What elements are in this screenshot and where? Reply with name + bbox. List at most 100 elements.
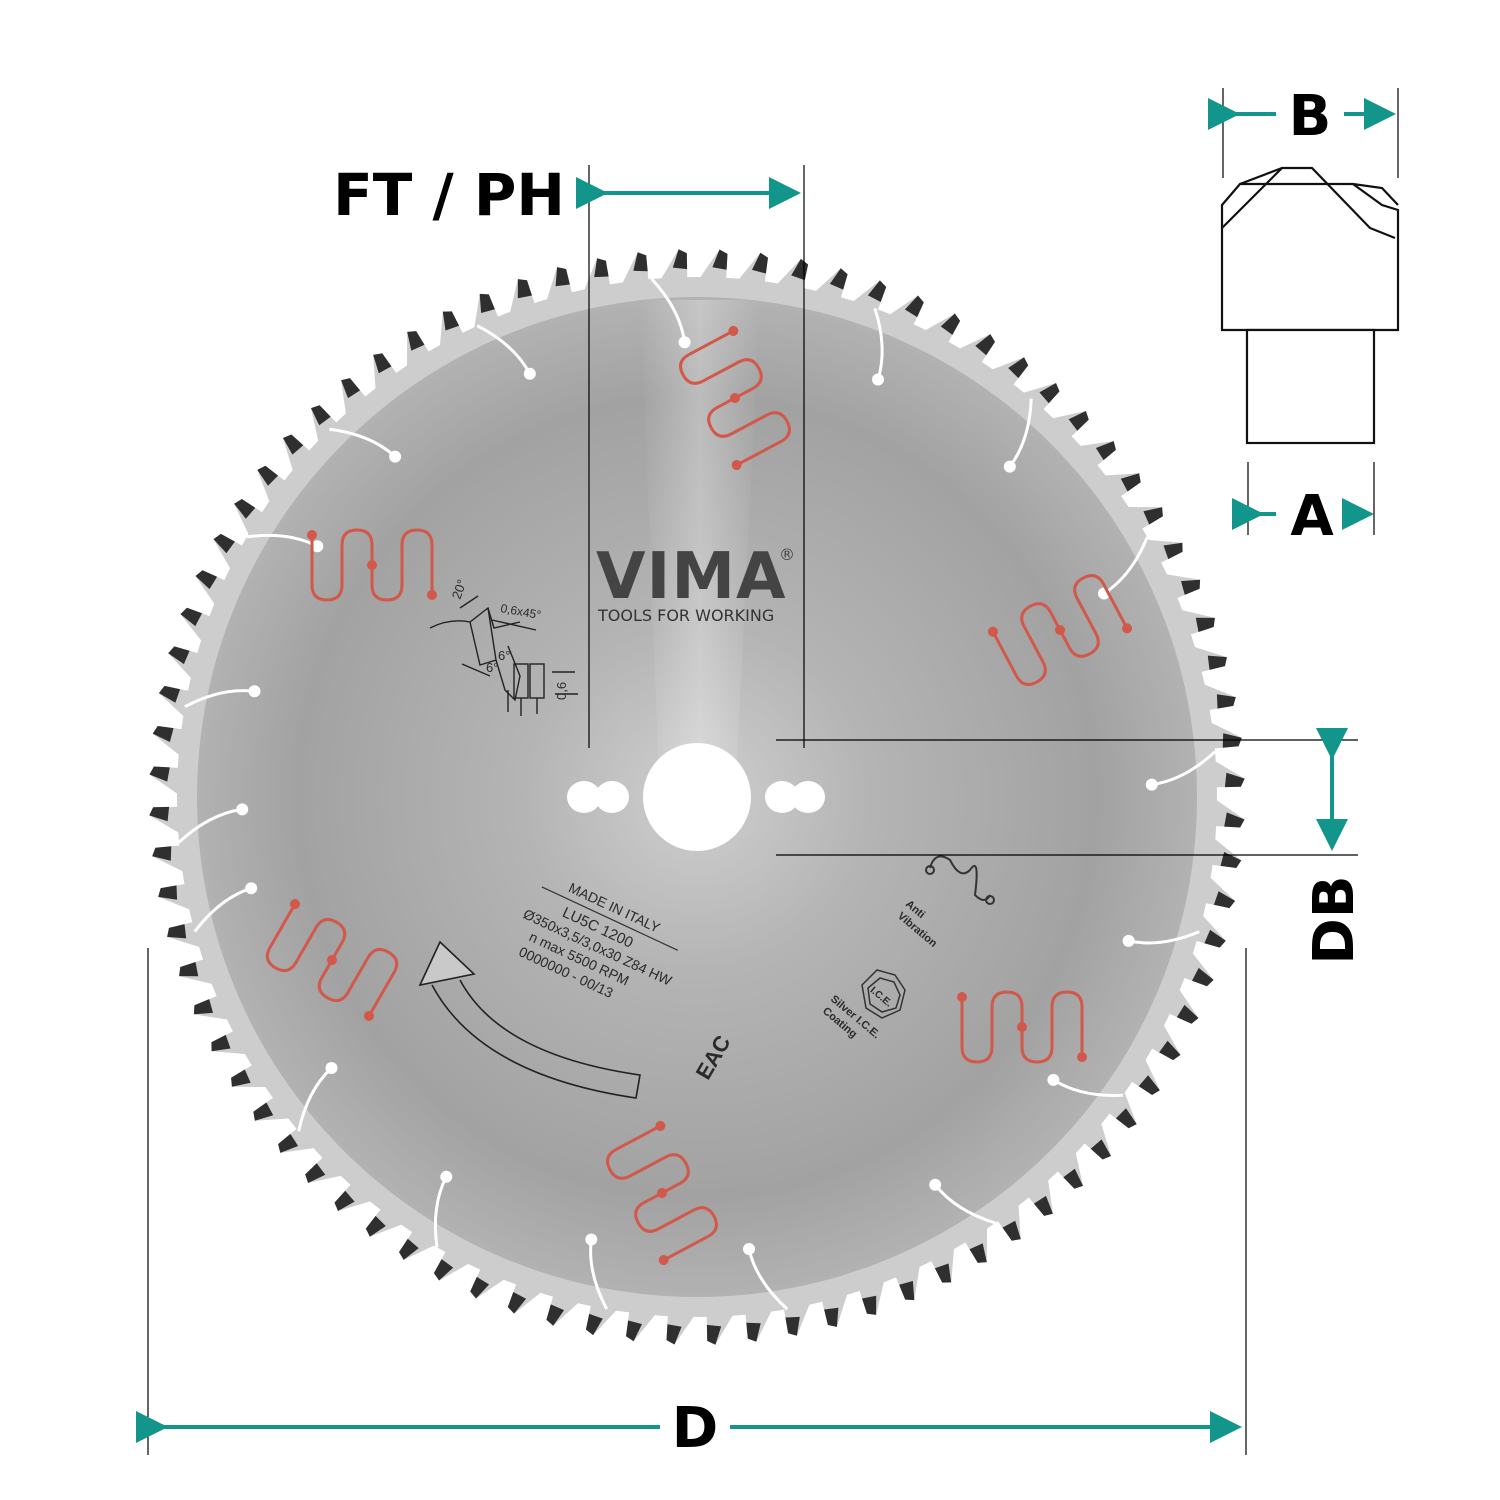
tooth-tip bbox=[234, 499, 256, 519]
expansion-slot bbox=[1008, 398, 1033, 468]
brand-name: VIMA bbox=[596, 540, 787, 614]
expansion-slot-end bbox=[1047, 1073, 1060, 1086]
expansion-slot-end bbox=[440, 1170, 453, 1183]
angle-side-label: 6° bbox=[498, 648, 510, 663]
expansion-slot bbox=[177, 807, 243, 844]
expansion-slot-end bbox=[389, 450, 402, 463]
tooth-tip bbox=[862, 1295, 877, 1315]
tooth-tip bbox=[706, 1324, 722, 1345]
expansion-slot-end bbox=[1003, 460, 1016, 473]
blade-teeth bbox=[149, 249, 1245, 1345]
pin-hole-left bbox=[567, 781, 629, 813]
tooth-tip bbox=[253, 1102, 274, 1121]
angle-hook-label: 6° bbox=[486, 660, 498, 675]
brand-registered: ® bbox=[779, 545, 795, 564]
tooth-tip bbox=[829, 268, 848, 290]
tooth-tip bbox=[152, 726, 174, 742]
a-label: A bbox=[1290, 484, 1334, 549]
tooth-tip bbox=[211, 1034, 231, 1052]
tooth-tip bbox=[341, 378, 361, 399]
expansion-slot-end bbox=[743, 1243, 755, 1255]
tooth-tip bbox=[1213, 891, 1236, 909]
expansion-slot-end bbox=[929, 1178, 942, 1191]
tooth-tip bbox=[152, 846, 172, 861]
tooth-tip bbox=[1195, 617, 1215, 632]
tooth-tip bbox=[149, 766, 170, 782]
tooth-tip bbox=[1207, 655, 1227, 670]
tooth-tip bbox=[824, 1307, 839, 1327]
tooth-tip bbox=[1224, 772, 1245, 788]
tooth-tip bbox=[470, 1276, 490, 1299]
tooth-tip bbox=[168, 646, 190, 665]
rotation-arrow-icon bbox=[418, 940, 641, 1099]
expansion-slot bbox=[1103, 536, 1149, 595]
tooth-tip bbox=[407, 331, 425, 351]
expansion-slot bbox=[184, 689, 255, 709]
expansion-slot bbox=[476, 324, 532, 375]
laser-line bbox=[265, 899, 399, 1021]
tooth-tip bbox=[442, 311, 460, 331]
tooth-tip bbox=[517, 279, 532, 299]
tooth-tip bbox=[666, 1324, 682, 1345]
tooth-tip bbox=[746, 1322, 761, 1342]
tooth-tip bbox=[257, 465, 279, 486]
expansion-slot-end bbox=[585, 1233, 598, 1246]
tooth-tip bbox=[1063, 1168, 1083, 1189]
tooth-tip bbox=[1008, 357, 1029, 379]
tooth-tip bbox=[158, 885, 178, 900]
tooth-tip bbox=[365, 1215, 386, 1237]
ftph-label: FT / PH bbox=[333, 161, 565, 229]
laser-line bbox=[957, 990, 1087, 1064]
laser-line bbox=[679, 325, 791, 471]
tooth-tip bbox=[712, 249, 728, 270]
expansion-slot bbox=[433, 1176, 448, 1248]
tooth-tip bbox=[180, 607, 202, 627]
tooth-tip bbox=[1095, 441, 1116, 461]
tooth-profile-diagram bbox=[1220, 166, 1400, 445]
tooth-tip bbox=[969, 1243, 987, 1263]
d-label: D bbox=[672, 1396, 718, 1461]
expansion-slot-end bbox=[248, 685, 261, 698]
tooth-tip bbox=[904, 295, 924, 318]
tooth-tip bbox=[1090, 1139, 1111, 1160]
saw-blade: VIMA ® TOOLS FOR WORKING 20° 0,6x45° 6° … bbox=[149, 249, 1245, 1345]
expansion-slot-end bbox=[236, 803, 249, 816]
tooth-tip bbox=[283, 434, 304, 455]
tooth-tip bbox=[1039, 383, 1060, 404]
tooth-tip bbox=[334, 1190, 355, 1211]
vima-logo: VIMA ® TOOLS FOR WORKING bbox=[596, 540, 795, 625]
tooth-tip bbox=[672, 249, 688, 270]
tooth-tip bbox=[213, 533, 235, 554]
tooth-tip bbox=[1120, 473, 1141, 492]
tooth-tip bbox=[633, 252, 648, 272]
center-bore bbox=[643, 743, 751, 851]
expansion-slot-end bbox=[311, 540, 324, 553]
expansion-slot-end bbox=[245, 882, 258, 895]
dimension-arrows bbox=[136, 98, 1396, 1443]
tooth-tip bbox=[1216, 694, 1236, 709]
expansion-slot bbox=[934, 1183, 996, 1225]
laser-line bbox=[987, 574, 1133, 686]
expansion-slot bbox=[329, 427, 397, 458]
tooth-tip bbox=[1181, 579, 1201, 595]
laser-cut-noise-lines bbox=[265, 325, 1133, 1266]
db-label: DB bbox=[1302, 875, 1367, 964]
tooth-tip bbox=[1115, 1108, 1137, 1129]
tooth-tip bbox=[594, 258, 609, 278]
expansion-slot bbox=[1128, 930, 1200, 945]
tooth-tip bbox=[507, 1292, 527, 1314]
tooth-tip bbox=[899, 1281, 915, 1301]
b-label: B bbox=[1289, 84, 1332, 149]
tooth-body bbox=[1245, 328, 1376, 445]
tooth-tip bbox=[179, 962, 199, 977]
expansion-slot bbox=[1151, 750, 1217, 787]
ice-seal-icon bbox=[861, 969, 906, 1019]
tooth-tip bbox=[399, 1238, 419, 1260]
expansion-slot-end bbox=[1122, 934, 1135, 947]
brand-tagline: TOOLS FOR WORKING bbox=[597, 606, 774, 625]
tooth-head bbox=[1220, 182, 1400, 332]
tooth-tip bbox=[1224, 812, 1245, 828]
tooth-tip bbox=[546, 1304, 565, 1326]
expansion-slot-end bbox=[678, 336, 691, 349]
